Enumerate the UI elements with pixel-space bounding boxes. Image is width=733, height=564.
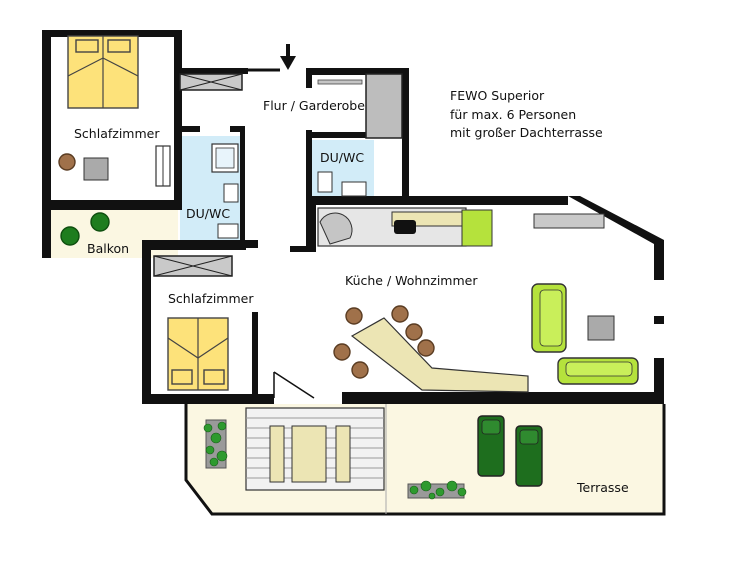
window-sill	[533, 213, 605, 229]
balcony-plant	[60, 226, 80, 246]
chair	[351, 361, 369, 379]
fridge	[461, 209, 493, 247]
coffee-table	[587, 315, 615, 341]
chair	[333, 343, 351, 361]
wall	[252, 312, 258, 394]
coat-rail	[317, 79, 363, 85]
wardrobe-line	[153, 255, 233, 277]
window-right	[652, 324, 666, 358]
sink	[223, 183, 239, 203]
room-label-bath-1: DU/WC	[186, 206, 230, 221]
wall	[142, 394, 274, 404]
wall	[142, 240, 151, 402]
wall	[240, 126, 245, 248]
wall	[142, 240, 246, 250]
window-line	[179, 73, 243, 91]
pillow	[203, 369, 225, 385]
desk	[83, 157, 109, 181]
balcony-plant	[90, 212, 110, 232]
shower-tray-inner	[215, 147, 235, 169]
room-label-bedroom-1: Schlafzimmer	[74, 126, 160, 141]
stool	[58, 153, 76, 171]
sink	[341, 181, 367, 197]
room-label-bath-2: DU/WC	[320, 150, 364, 165]
wall	[306, 132, 366, 138]
plant-foliage	[203, 421, 228, 467]
wall	[176, 126, 200, 132]
door-swing	[273, 371, 315, 399]
lounger-head	[519, 429, 539, 445]
wall	[306, 130, 312, 200]
room-label-living: Küche / Wohnzimmer	[345, 273, 478, 288]
terrace-bench	[335, 425, 351, 483]
title-line-2: für max. 6 Personen	[450, 107, 576, 122]
plant-foliage	[409, 480, 467, 500]
entrance-arrow-icon	[280, 44, 296, 70]
terrace-edge	[184, 404, 666, 516]
sink-basin	[394, 220, 416, 234]
pillow	[171, 369, 193, 385]
sofa-seat	[565, 361, 633, 377]
kitchen-corner	[319, 212, 353, 245]
blanket-fold	[167, 337, 229, 359]
wall	[42, 30, 51, 258]
wall	[178, 68, 248, 74]
wall	[568, 196, 664, 404]
chair	[417, 339, 435, 357]
toilet	[317, 171, 333, 193]
toilet	[217, 223, 239, 239]
terrace-table	[291, 425, 327, 483]
wall	[402, 68, 409, 200]
chair	[405, 323, 423, 341]
chair	[345, 307, 363, 325]
room-label-terrace: Terrasse	[576, 480, 629, 495]
wall	[174, 30, 182, 126]
wall	[42, 30, 182, 37]
lounger-head	[481, 419, 501, 435]
wall	[306, 196, 316, 251]
wall	[174, 126, 182, 210]
pillow	[107, 39, 131, 53]
wall	[246, 240, 258, 248]
wall	[306, 68, 406, 75]
terrace-bench	[269, 425, 285, 483]
wall	[306, 196, 568, 205]
wall	[342, 392, 664, 404]
wall	[290, 246, 316, 252]
room-label-balcony: Balkon	[87, 241, 129, 256]
sofa-seat	[539, 289, 563, 347]
room-label-bedroom-2: Schlafzimmer	[168, 291, 254, 306]
pillow	[75, 39, 99, 53]
chair	[391, 305, 409, 323]
room-label-hall: Flur / Garderobe	[263, 98, 365, 113]
dining-table	[350, 317, 529, 393]
title-line-3: mit großer Dachterrasse	[450, 125, 603, 140]
blanket-fold	[67, 57, 139, 77]
window-right	[652, 280, 666, 316]
wall	[230, 126, 244, 132]
wardrobe	[365, 73, 403, 139]
wall	[42, 200, 182, 210]
title-line-1: FEWO Superior	[450, 88, 545, 103]
wall	[306, 68, 312, 88]
